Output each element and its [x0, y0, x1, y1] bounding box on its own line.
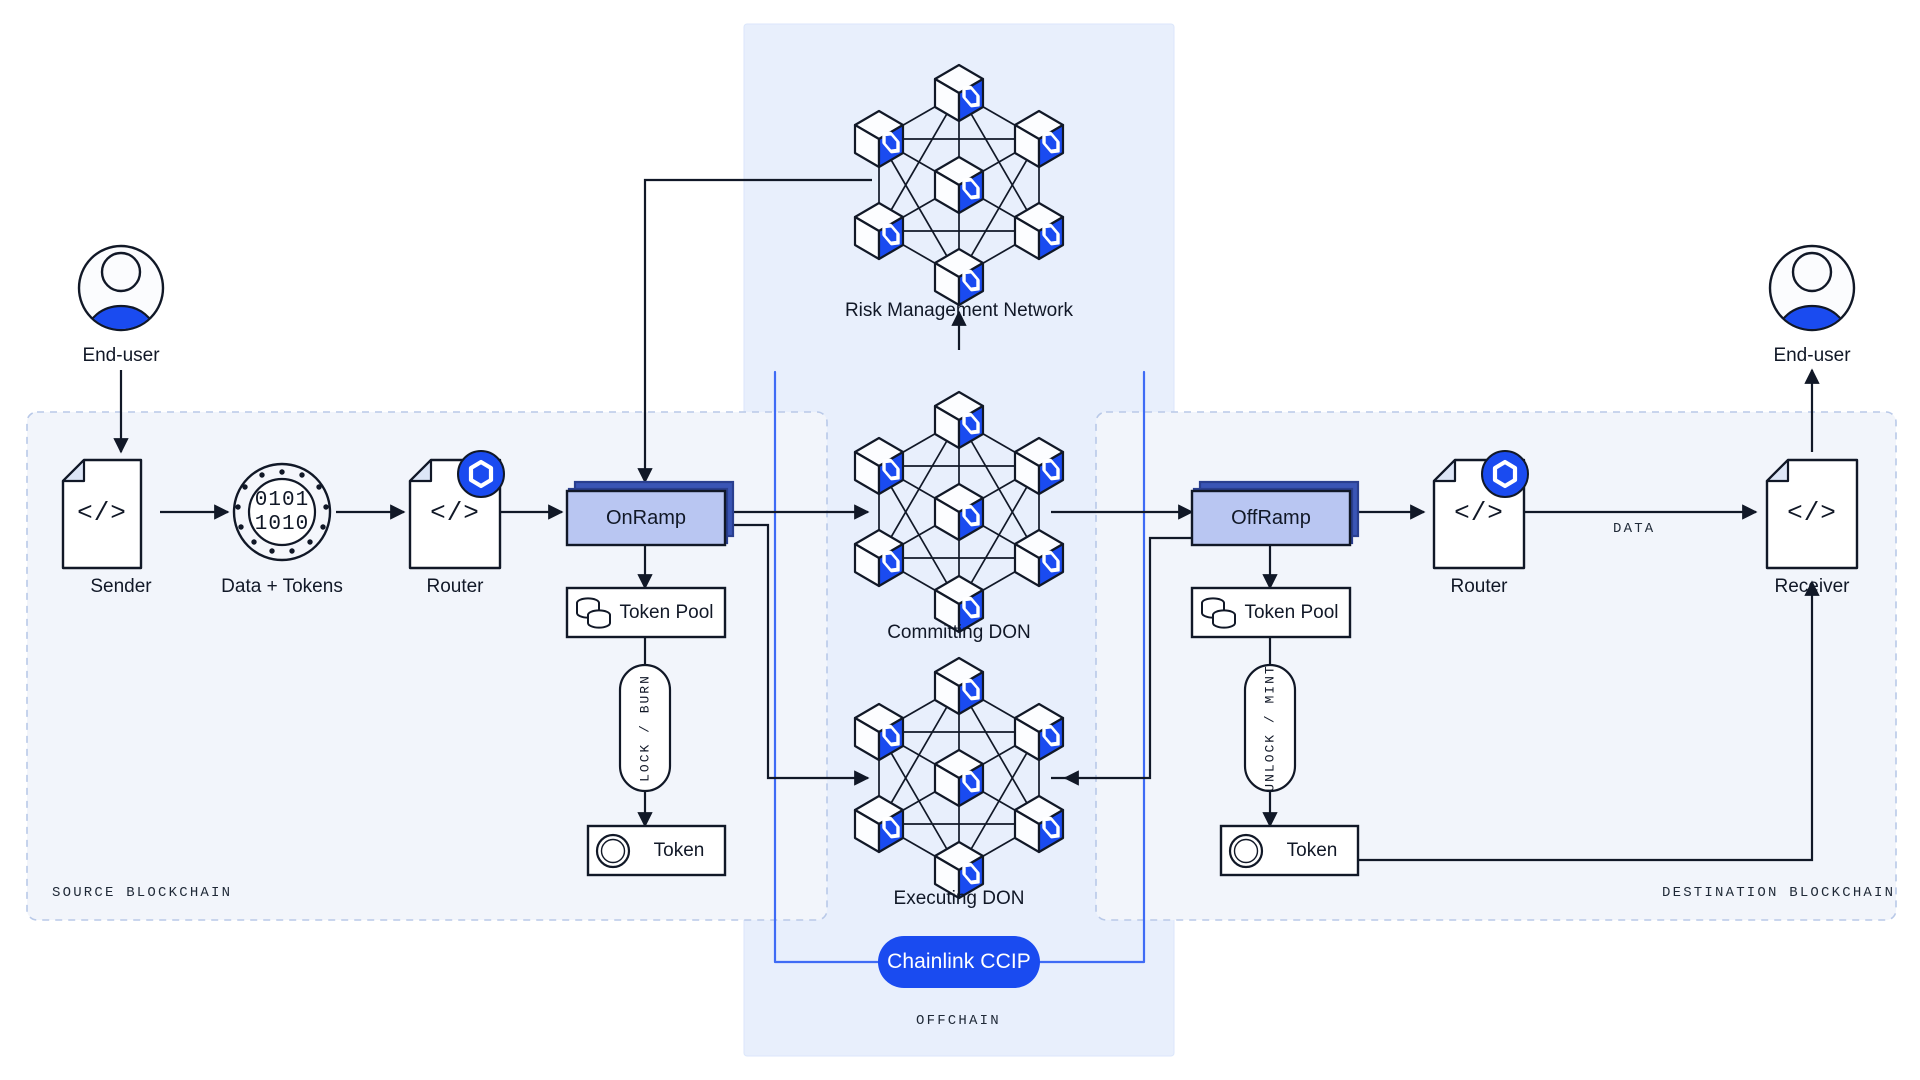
token-pool-label-destination[interactable]: Token Pool — [1244, 601, 1339, 623]
chainlink-hex-icon — [882, 816, 900, 839]
unlock-mint-pill — [1243, 663, 1297, 793]
don-node-cube — [933, 748, 985, 808]
avatar-icon-destination — [1768, 244, 1856, 332]
end-user-label-destination: End-user — [1773, 345, 1851, 366]
chainlink-badge-icon-router-destination — [1481, 450, 1529, 498]
don-node-cube — [933, 574, 985, 634]
token-pool-label-source[interactable]: Token Pool — [619, 601, 714, 623]
onramp-box[interactable] — [565, 480, 735, 547]
chainlink-hex-icon — [1042, 458, 1060, 481]
don-node-cube — [933, 247, 985, 307]
don-node-cube — [1013, 702, 1065, 762]
don-node-cube — [933, 155, 985, 215]
document-icon-receiver — [1765, 458, 1859, 570]
chainlink-hex-icon — [1042, 131, 1060, 154]
end-user-label-source: End-user — [82, 345, 160, 366]
offramp-box[interactable] — [1190, 480, 1360, 547]
chainlink-hex-icon — [962, 862, 980, 885]
don-node-cube — [933, 656, 985, 716]
data-edge-label: DATA — [1613, 521, 1656, 537]
sender-code-glyph: </> — [77, 497, 127, 528]
chainlink-hex-icon — [962, 85, 980, 108]
edge-executing-feedback — [1063, 536, 1192, 786]
token-label-source[interactable]: Token — [653, 839, 705, 861]
don-node-cube — [1013, 528, 1065, 588]
chainlink-hex-icon — [882, 223, 900, 246]
lock-burn-label: LOCK / BURN — [637, 674, 653, 782]
don-node-cube — [853, 109, 905, 169]
chainlink-hex-icon — [1042, 724, 1060, 747]
binary-line-2: 1010 — [254, 513, 310, 536]
don-node-cube — [933, 63, 985, 123]
receiver-label: Receiver — [1774, 576, 1850, 597]
chainlink-badge-icon-router-source — [457, 450, 505, 498]
chainlink-hex-icon — [1042, 223, 1060, 246]
router-code-glyph-destination: </> — [1454, 497, 1504, 528]
node-cluster-rmn — [853, 63, 1065, 307]
source-blockchain-label: SOURCE BLOCKCHAIN — [52, 885, 233, 901]
node-cluster-executing-don — [853, 656, 1065, 900]
token-box-source[interactable] — [586, 824, 727, 877]
chainlink-hex-icon — [962, 269, 980, 292]
chainlink-hex-icon — [962, 770, 980, 793]
binary-line-1: 0101 — [254, 489, 310, 513]
chainlink-hex-icon — [882, 724, 900, 747]
router-label-source: Router — [426, 576, 484, 597]
ccip-pill-label[interactable]: Chainlink CCIP — [887, 950, 1031, 973]
don-node-cube — [853, 528, 905, 588]
document-icon-sender — [61, 458, 143, 570]
don-node-cube — [853, 702, 905, 762]
unlock-mint-label: UNLOCK / MINT — [1262, 664, 1278, 792]
token-label-destination[interactable]: Token — [1286, 839, 1338, 861]
committing-don-label: Committing DON — [887, 622, 1031, 643]
chainlink-hex-icon — [962, 504, 980, 527]
destination-blockchain-label: DESTINATION BLOCKCHAIN — [1662, 885, 1896, 901]
rmn-label: Risk Management Network — [844, 300, 1074, 321]
coins-icon-source — [576, 597, 611, 629]
edge-dest-token-to-receiver — [1358, 580, 1820, 862]
don-node-cube — [933, 482, 985, 542]
don-node-cube — [933, 840, 985, 900]
chainlink-hex-icon — [962, 678, 980, 701]
chainlink-hex-icon — [962, 177, 980, 200]
lock-burn-pill — [618, 663, 672, 793]
router-code-glyph-source: </> — [430, 497, 480, 528]
chainlink-hex-icon — [882, 131, 900, 154]
executing-don-label: Executing DON — [893, 888, 1025, 909]
offchain-label: OFFCHAIN — [916, 1013, 1001, 1029]
node-cluster-committing-don — [853, 390, 1065, 634]
don-node-cube — [1013, 436, 1065, 496]
don-node-cube — [853, 794, 905, 854]
edge-rmn-to-onramp — [637, 178, 872, 484]
don-node-cube — [1013, 109, 1065, 169]
don-node-cube — [1013, 794, 1065, 854]
chainlink-hex-icon — [1042, 816, 1060, 839]
data-tokens-label: Data + Tokens — [221, 576, 343, 597]
don-node-cube — [933, 390, 985, 450]
avatar-icon-source — [77, 244, 165, 332]
chainlink-hex-icon — [962, 412, 980, 435]
ccip-pill-shape — [878, 936, 1040, 988]
receiver-code-glyph: </> — [1787, 497, 1837, 528]
don-node-cube — [853, 201, 905, 261]
sender-label: Sender — [90, 576, 152, 597]
data-tokens-binary: 0101 1010 — [234, 486, 330, 540]
don-node-cube — [853, 436, 905, 496]
binary-data-icon — [232, 462, 332, 562]
chainlink-hex-icon — [962, 596, 980, 619]
don-node-cube — [1013, 201, 1065, 261]
router-label-destination: Router — [1450, 576, 1508, 597]
edge-onramp-to-executing — [733, 523, 870, 786]
chainlink-hex-icon — [1042, 550, 1060, 573]
coins-icon-destination — [1201, 597, 1236, 629]
chainlink-hex-icon — [882, 458, 900, 481]
token-box-destination[interactable] — [1219, 824, 1360, 877]
chainlink-hex-icon — [882, 550, 900, 573]
